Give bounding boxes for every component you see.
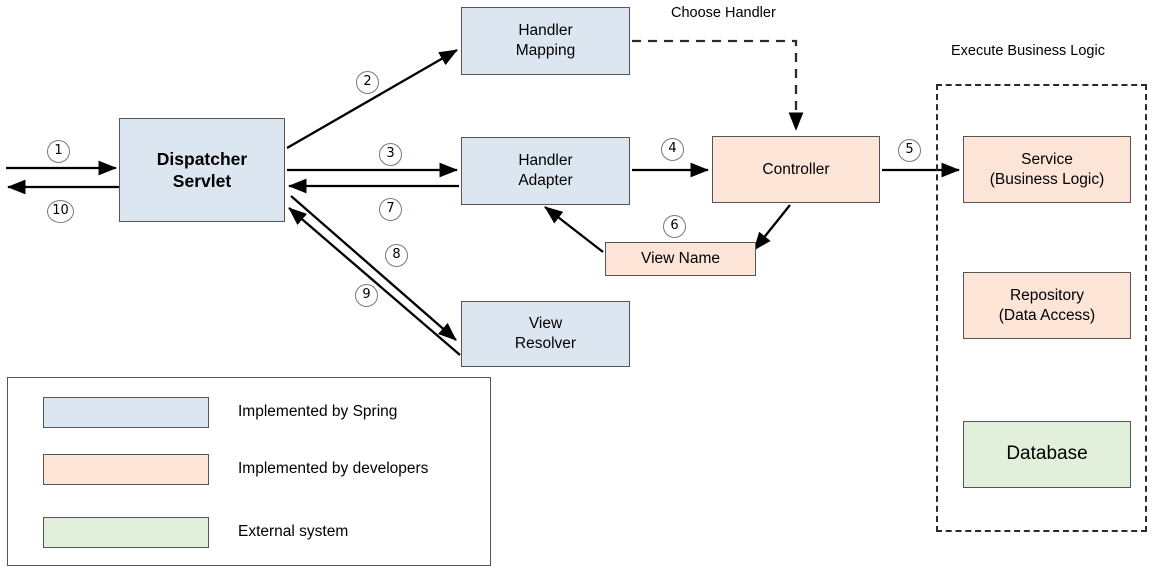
edge-to-view-resolver <box>290 195 457 341</box>
node-dispatcher-servlet[interactable]: Dispatcher Servlet <box>119 118 285 222</box>
step-marker-3: 3 <box>379 143 402 166</box>
edge-resolver-to-dispatcher <box>288 207 461 356</box>
step-marker-2: 2 <box>356 71 379 94</box>
step-marker-9: 9 <box>355 284 378 307</box>
step-marker-6: 6 <box>663 215 686 238</box>
execute-business-logic-label: Execute Business Logic <box>951 43 1105 59</box>
node-controller[interactable]: Controller <box>712 136 880 203</box>
step-marker-8: 8 <box>385 244 408 267</box>
node-repository[interactable]: Repository (Data Access) <box>963 272 1131 339</box>
edge-controller-to-viewname <box>753 204 791 251</box>
edge-to-handler-mapping <box>286 49 458 149</box>
legend-swatch-developers <box>43 454 209 485</box>
step-marker-10: 10 <box>47 200 74 223</box>
execute-business-logic-group <box>936 84 1147 532</box>
step-marker-4: 4 <box>661 138 684 161</box>
step-marker-7: 7 <box>379 198 402 221</box>
legend-label-external: External system <box>238 523 349 540</box>
legend-label-developers: Implemented by developers <box>238 460 429 477</box>
node-handler-mapping[interactable]: Handler Mapping <box>461 7 630 75</box>
legend-swatch-spring <box>43 397 209 428</box>
node-view-resolver[interactable]: View Resolver <box>461 301 630 367</box>
node-service[interactable]: Service (Business Logic) <box>963 136 1131 203</box>
edge-viewname-to-adapter <box>544 206 604 253</box>
step-marker-5: 5 <box>898 139 921 162</box>
legend-label-spring: Implemented by Spring <box>238 403 398 420</box>
step-marker-1: 1 <box>47 140 70 163</box>
node-view-name[interactable]: View Name <box>605 242 756 276</box>
node-handler-adapter[interactable]: Handler Adapter <box>461 137 630 205</box>
node-database[interactable]: Database <box>963 421 1131 488</box>
legend-swatch-external <box>43 517 209 548</box>
choose-handler-label: Choose Handler <box>671 5 776 21</box>
edge-choose-handler <box>632 39 804 131</box>
